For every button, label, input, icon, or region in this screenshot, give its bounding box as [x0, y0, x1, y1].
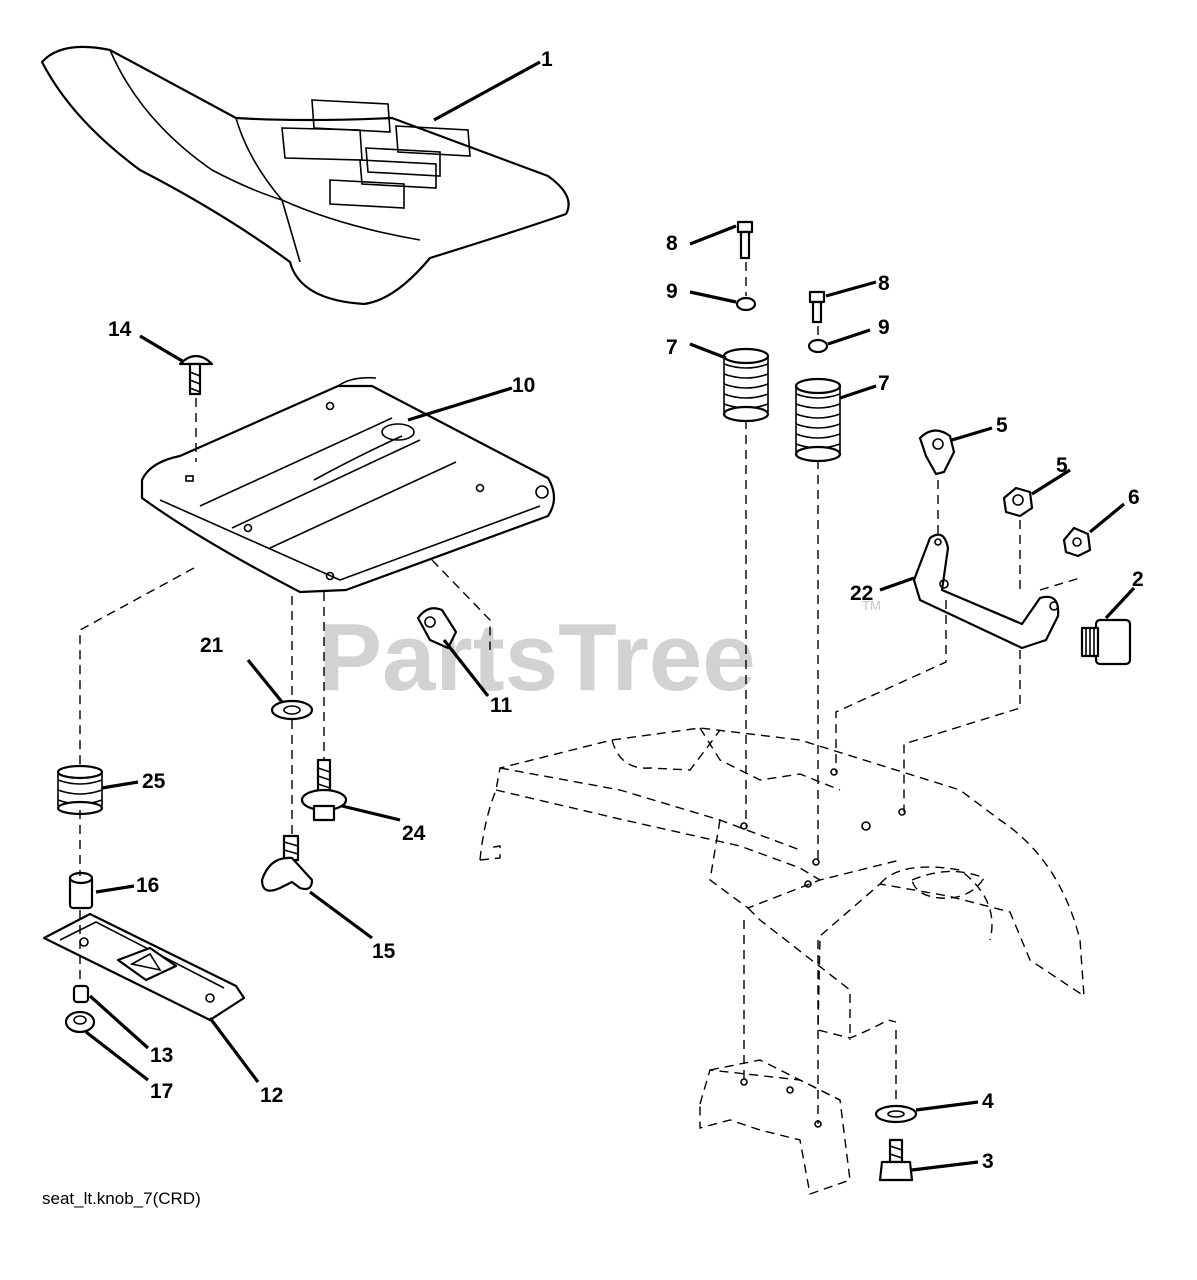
callout-14: 14: [108, 318, 132, 341]
callout-7-right: 7: [878, 372, 890, 395]
callout-8-left: 8: [666, 232, 678, 255]
plate-12: [42, 912, 246, 1022]
callout-10: 10: [512, 374, 535, 397]
shoulder-bolt-25: [300, 758, 348, 822]
seat-panels: [281, 99, 471, 209]
bolt-left: [736, 220, 754, 260]
bracket-part: [912, 533, 1060, 650]
washer-24: [270, 699, 314, 721]
watermark-tm: TM: [862, 598, 881, 613]
diagram-caption: seat_lt.knob_7(CRD): [42, 1189, 201, 1208]
callout-9-right: 9: [878, 316, 890, 339]
callout-12: 12: [260, 1084, 283, 1107]
washer-4: [874, 1104, 918, 1124]
spring-left: [722, 347, 770, 423]
callout-labels: 1 14 10 8 8 9 9 7 7 5 5 6 22 2 21 24 25 …: [108, 48, 1144, 1173]
callout-24: 21: [200, 634, 224, 657]
callout-21: 2: [1132, 568, 1144, 591]
seat-pan-part: [140, 376, 556, 594]
callout-6: 5: [1056, 454, 1068, 477]
seat-part: [40, 45, 570, 306]
callout-9-left: 9: [666, 280, 678, 303]
callout-8-right: 8: [878, 272, 890, 295]
callout-16: 25: [142, 770, 166, 793]
bolt-right: [808, 290, 826, 324]
callout-5-left: 11: [490, 694, 513, 717]
callout-5-right: 5: [996, 414, 1008, 437]
bolt-21: [1080, 618, 1132, 666]
spring-16: [56, 764, 104, 816]
nut-17: [64, 1010, 96, 1034]
bolt-3: [878, 1138, 914, 1182]
callout-15: 16: [136, 874, 159, 897]
callout-3: 3: [982, 1150, 994, 1173]
carriage-bolt-part: [178, 354, 214, 396]
callout-17: 17: [150, 1080, 173, 1103]
spring-right: [794, 377, 842, 463]
callout-22: 6: [1128, 486, 1140, 509]
frame-dashed: [479, 727, 1085, 1040]
leader-lines: [85, 60, 1136, 1172]
callout-25: 24: [402, 822, 426, 845]
watermark-text: PartsTree: [318, 604, 756, 711]
clip-right: [918, 429, 956, 476]
spacer-15: [68, 871, 94, 910]
washer-right: [807, 338, 829, 354]
callout-2: 22: [850, 582, 873, 605]
frame-bottom-bracket: [699, 1059, 851, 1195]
nut-6: [1002, 486, 1034, 518]
assembly-lines: [79, 262, 1081, 1124]
callout-4: 4: [982, 1090, 994, 1113]
nut-13: [72, 984, 90, 1004]
clip-left: [416, 607, 458, 650]
callout-7-left: 7: [666, 336, 678, 359]
callout-1: 1: [541, 48, 553, 71]
callout-11: 15: [372, 940, 396, 963]
washer-left: [735, 296, 757, 312]
nut-22: [1062, 526, 1092, 558]
callout-13: 13: [150, 1044, 173, 1067]
knob-11: [260, 834, 314, 892]
